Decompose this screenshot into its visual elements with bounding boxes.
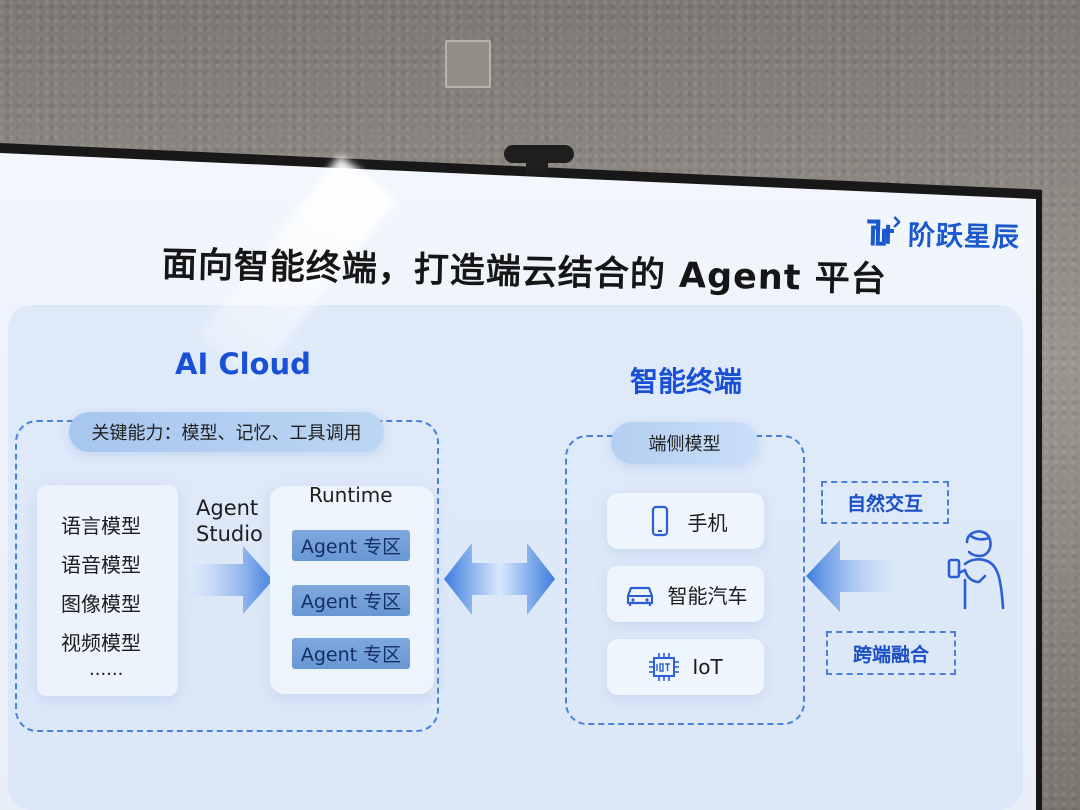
double-arrow-icon	[444, 543, 555, 615]
device-card-iot: IoT	[607, 639, 764, 695]
device-label-iot: IoT	[692, 655, 723, 679]
stepfun-logo-icon	[867, 216, 901, 246]
wall-outlet	[445, 40, 491, 88]
agent-studio-line1: Agent	[196, 496, 259, 520]
model-item-speech: 语音模型	[61, 553, 141, 577]
brand-name: 阶跃星辰	[907, 219, 1021, 254]
iot-chip-icon	[649, 653, 680, 681]
device-label-phone: 手机	[687, 510, 728, 535]
model-item-more: ......	[89, 659, 124, 680]
agent-studio-label: Agent Studio	[196, 495, 263, 547]
brand-logo: 阶跃星辰	[866, 214, 1021, 254]
runtime-label: Runtime	[309, 483, 393, 507]
ai-cloud-title: AI Cloud	[175, 347, 311, 381]
device-label-car: 智能汽车	[667, 583, 748, 608]
models-card: 语言模型 语音模型 图像模型 视频模型 ......	[37, 485, 178, 696]
person-with-phone-icon	[947, 530, 1005, 610]
phone-icon	[651, 505, 668, 537]
agent-studio-line2: Studio	[196, 522, 263, 546]
agent-zone-chip-2: Agent 专区	[292, 585, 410, 616]
model-item-image: 图像模型	[61, 592, 141, 616]
model-item-video: 视频模型	[61, 631, 141, 655]
smart-terminal-title: 智能终端	[630, 365, 743, 398]
device-card-car: 智能汽车	[607, 566, 764, 622]
cross-terminal-box: 跨端融合	[826, 631, 956, 675]
key-capabilities-pill: 关键能力：模型、记忆、工具调用	[69, 412, 384, 452]
car-icon	[626, 586, 653, 606]
natural-interaction-box: 自然交互	[821, 481, 949, 524]
agent-zone-chip-1: Agent 专区	[292, 530, 410, 561]
arrow-left-icon	[806, 540, 894, 612]
agent-zone-chip-3: Agent 专区	[292, 638, 410, 669]
wall-panel-outline	[500, 50, 607, 94]
arrow-right-icon	[193, 546, 273, 614]
model-item-language: 语言模型	[61, 514, 141, 538]
device-card-phone: 手机	[607, 493, 764, 549]
edge-model-pill: 端侧模型	[611, 422, 758, 464]
webcam	[504, 145, 574, 175]
